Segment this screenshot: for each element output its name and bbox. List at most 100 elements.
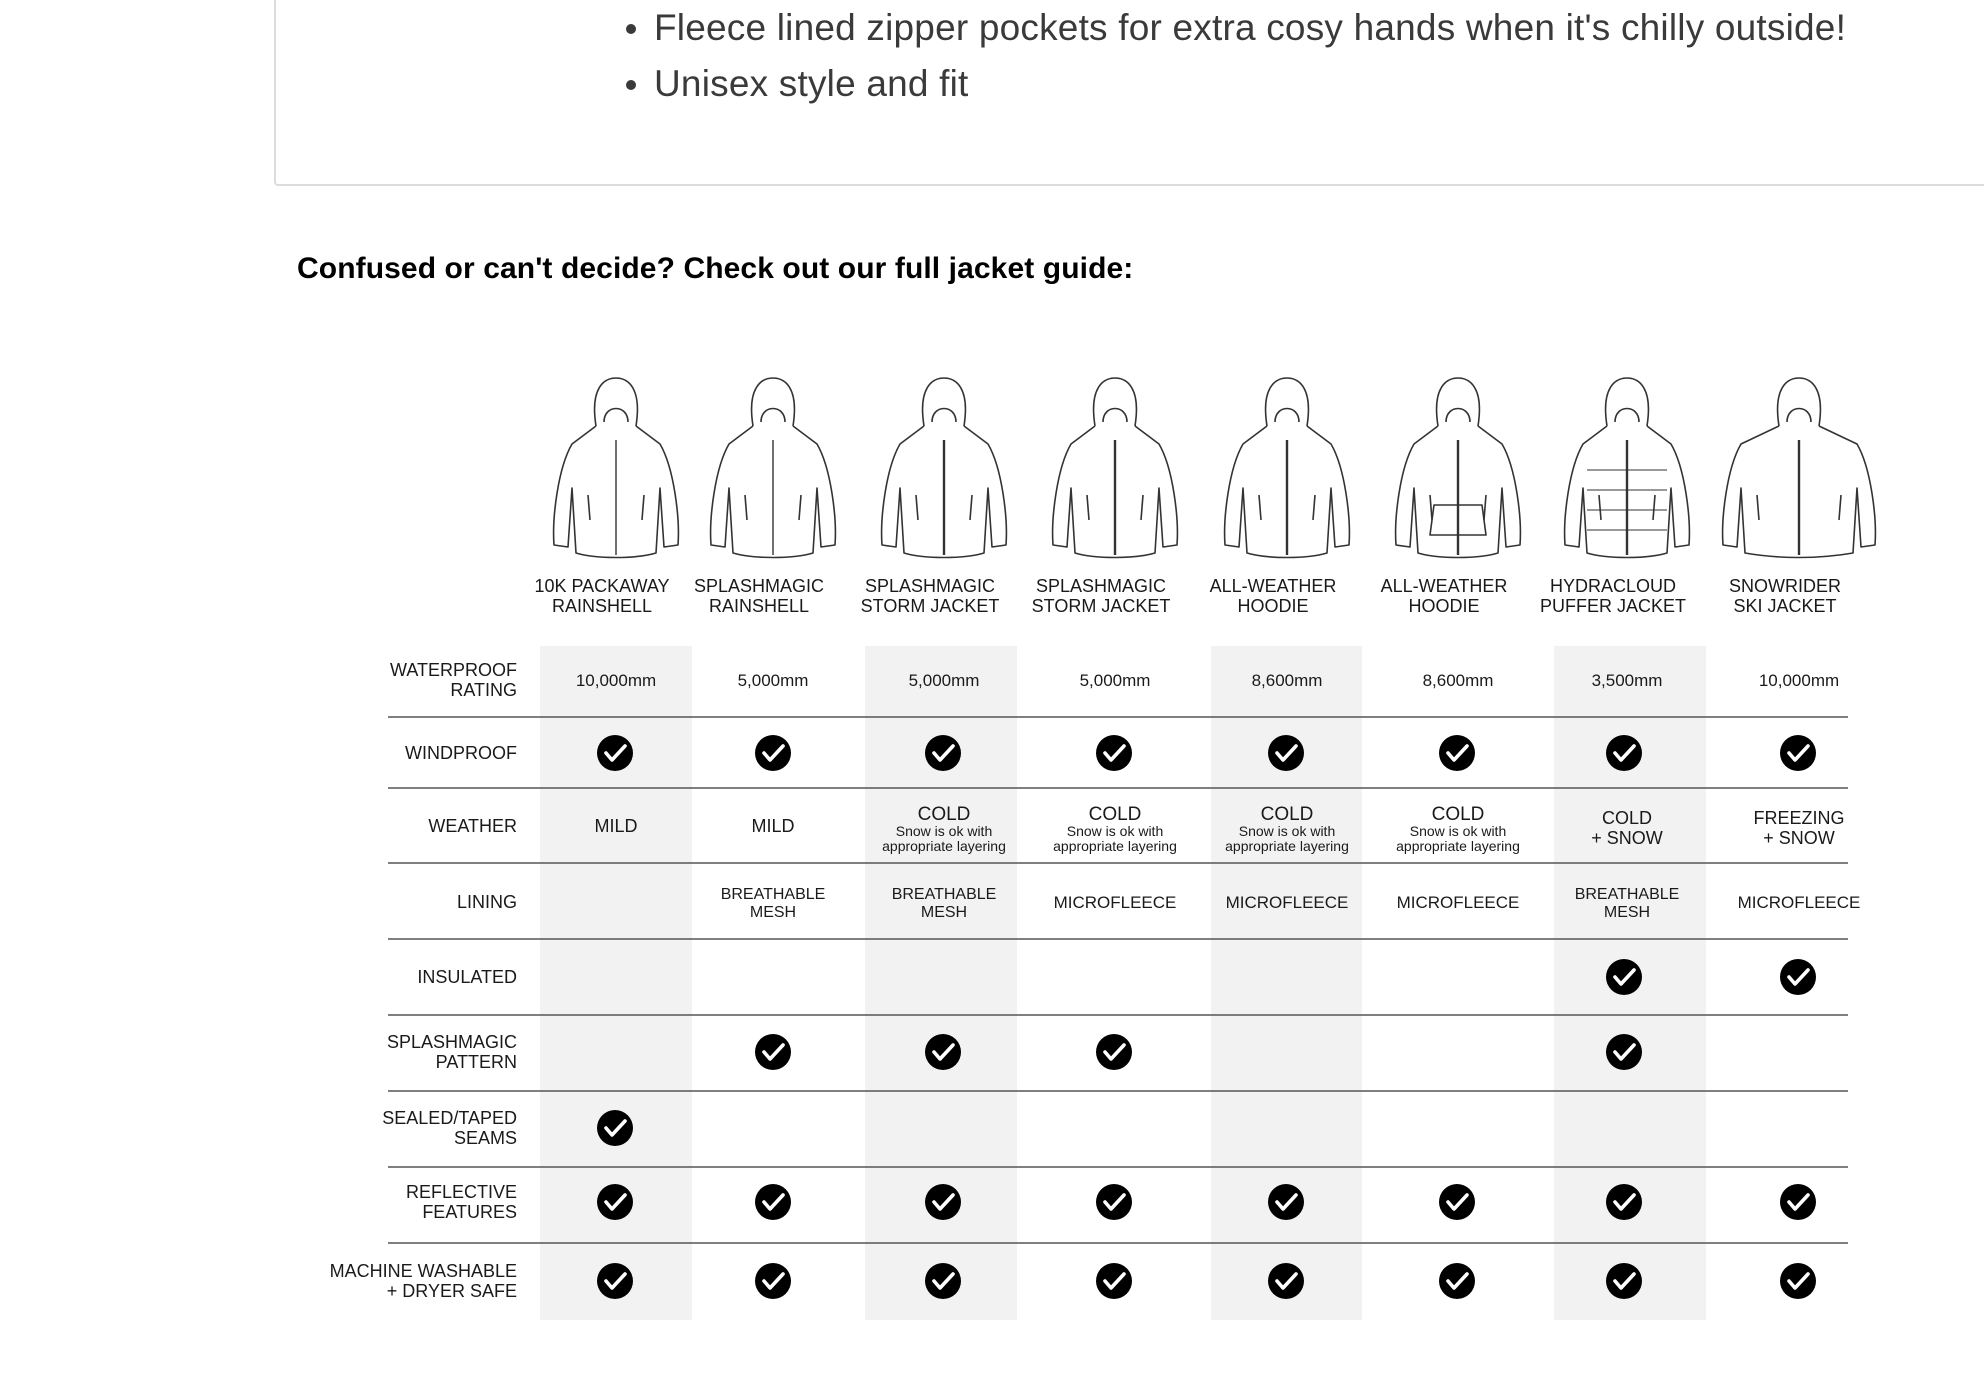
weather-note-text: appropriate layering [1053,838,1177,854]
checkmark-icon [1606,1184,1642,1220]
jacket-illustration [1563,377,1691,559]
column-header-line2: STORM JACKET [861,596,1000,616]
column-header-line2: SKI JACKET [1733,596,1836,616]
checkmark-icon [1780,959,1816,995]
checkmark-icon [755,1184,791,1220]
bullet-icon [626,24,636,34]
column-header-line1: SPLASHMAGIC [865,576,995,596]
checkmark-icon [755,1263,791,1299]
row-label: WATERPROOF [390,660,517,680]
weather-note-text: Snow is ok with [1067,823,1163,839]
feature-list: Fleece lined zipper pockets for extra co… [626,4,1847,116]
table-cell-text: 8,600mm [1252,671,1323,690]
row-label: INSULATED [417,967,517,987]
row-label: WEATHER [428,816,517,836]
table-cell-text: 5,000mm [738,671,809,690]
row-label: SPLASHMAGIC [387,1032,517,1052]
row-label: REFLECTIVE [406,1182,517,1202]
checkmark-icon [1268,1263,1304,1299]
column-header-line2: RAINSHELL [709,596,809,616]
row-label: MACHINE WASHABLE [330,1261,517,1281]
checkmark-icon [597,735,633,771]
checkmark-icon [755,1034,791,1070]
checkmark-icon [925,1263,961,1299]
jacket-illustration [1223,377,1351,559]
table-cell-text: 3,500mm [1592,671,1663,690]
checkmark-icon [597,1110,633,1146]
column-header-line2: PUFFER JACKET [1540,596,1686,616]
jacket-guide-heading: Confused or can't decide? Check out our … [297,252,1134,285]
weather-note-text: appropriate layering [1225,838,1349,854]
column-header-line1: SPLASHMAGIC [694,576,824,596]
table-cell-text: MICROFLEECE [1738,893,1861,912]
checkmark-icon [755,735,791,771]
weather-note-text: Snow is ok with [1410,823,1506,839]
table-cell-text: MESH [750,904,796,921]
checkmark-icon [1606,1263,1642,1299]
feature-text: Unisex style and fit [654,63,969,104]
checkmark-icon [1439,1263,1475,1299]
checkmark-icon [1439,1184,1475,1220]
column-header-line2: HOODIE [1237,596,1308,616]
checkmark-icon [925,735,961,771]
table-cell-text: 8,600mm [1423,671,1494,690]
table-cell-text: 10,000mm [576,671,656,690]
weather-main-text: COLD [1089,804,1142,825]
weather-main-text: + SNOW [1763,828,1835,848]
feature-list-item: Fleece lined zipper pockets for extra co… [626,4,1847,60]
table-cell-text: MICROFLEECE [1397,893,1520,912]
checkmark-icon [1606,959,1642,995]
row-label: SEAMS [454,1128,517,1148]
column-header-line2: STORM JACKET [1032,596,1171,616]
checkmark-icon [1439,735,1475,771]
row-label: FEATURES [422,1202,517,1222]
checkmark-icon [1606,735,1642,771]
table-cell-text: 5,000mm [1080,671,1151,690]
table-cell-text: MICROFLEECE [1054,893,1177,912]
checkmark-icon [1268,735,1304,771]
column-header-line1: HYDRACLOUD [1550,576,1676,596]
weather-main-text: COLD [918,804,971,825]
bullet-icon [626,80,636,90]
row-label: WINDPROOF [405,743,517,763]
feature-text: Fleece lined zipper pockets for extra co… [654,7,1847,48]
table-cell-text: 5,000mm [909,671,980,690]
row-label: LINING [457,892,517,912]
weather-main-text: + SNOW [1591,828,1663,848]
weather-main-text: COLD [1602,808,1652,828]
table-cell-text: MESH [921,904,967,921]
row-label: + DRYER SAFE [387,1281,517,1301]
column-header-line1: SPLASHMAGIC [1036,576,1166,596]
checkmark-icon [925,1034,961,1070]
checkmark-icon [1096,1034,1132,1070]
column-header-line1: ALL-WEATHER [1210,576,1337,596]
checkmark-icon [925,1184,961,1220]
checkmark-icon [597,1184,633,1220]
row-label: RATING [450,680,517,700]
weather-note-text: appropriate layering [882,838,1006,854]
table-cell-text: BREATHABLE [721,886,826,903]
weather-note-text: appropriate layering [1396,838,1520,854]
weather-main-text: FREEZING [1753,808,1844,828]
jacket-illustration [709,377,837,559]
checkmark-icon [1780,1263,1816,1299]
column-header-line2: RAINSHELL [552,596,652,616]
column-header-line1: SNOWRIDER [1729,576,1841,596]
column-header-line2: HOODIE [1408,596,1479,616]
column-header-line1: 10K PACKAWAY [534,576,669,596]
column-header-line1: ALL-WEATHER [1381,576,1508,596]
row-label: SEALED/TAPED [382,1108,517,1128]
jacket-comparison-table: 10K PACKAWAYRAINSHELLSPLASHMAGICRAINSHEL… [330,377,1877,1320]
checkmark-icon [1096,735,1132,771]
checkmark-icon [597,1263,633,1299]
jacket-illustration [1051,377,1179,559]
weather-note-text: Snow is ok with [1239,823,1335,839]
jacket-illustration [1721,377,1877,559]
checkmark-icon [1096,1184,1132,1220]
table-cell-text: 10,000mm [1759,671,1839,690]
product-description-panel: Fleece lined zipper pockets for extra co… [274,0,1984,186]
table-cell-text: BREATHABLE [892,886,997,903]
jacket-illustration [552,377,680,559]
checkmark-icon [1268,1184,1304,1220]
table-cell-text: BREATHABLE [1575,886,1680,903]
